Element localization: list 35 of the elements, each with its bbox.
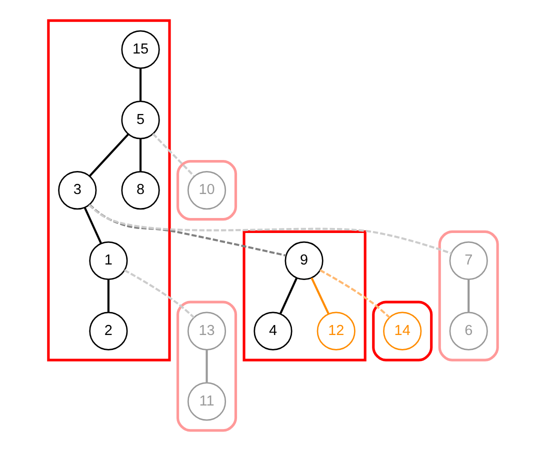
node-circle: 13 [186, 312, 226, 350]
cluster [176, 300, 237, 432]
node-circle: 10 [186, 171, 226, 210]
node-circle: 3 [58, 171, 96, 210]
cluster [176, 160, 237, 221]
connector [139, 138, 142, 172]
connector [106, 280, 109, 312]
connector [205, 350, 208, 382]
node-circle: 14 [382, 312, 422, 350]
node-circle: 12 [316, 312, 355, 350]
node-circle: 8 [120, 171, 160, 210]
connector [88, 133, 129, 177]
node-circle: 2 [88, 312, 128, 350]
connector [139, 68, 142, 101]
connector [123, 269, 194, 318]
node-circle: 9 [284, 241, 323, 280]
cluster [242, 230, 366, 362]
node-circle: 7 [448, 241, 488, 280]
connector [467, 280, 470, 312]
node-circle: 5 [120, 100, 160, 140]
connector [279, 277, 298, 314]
connector [152, 133, 194, 177]
node-circle: 1 [88, 241, 128, 280]
connector [310, 277, 330, 314]
node-circle: 11 [186, 382, 226, 421]
connector [88, 204, 286, 257]
connector [319, 269, 390, 318]
cluster [372, 300, 432, 362]
connector [83, 207, 102, 244]
cluster [46, 19, 170, 362]
node-circle: 6 [448, 312, 488, 350]
node-circle: 15 [120, 30, 160, 69]
connector [88, 204, 452, 254]
cluster [438, 230, 498, 362]
node-circle: 4 [253, 312, 292, 350]
